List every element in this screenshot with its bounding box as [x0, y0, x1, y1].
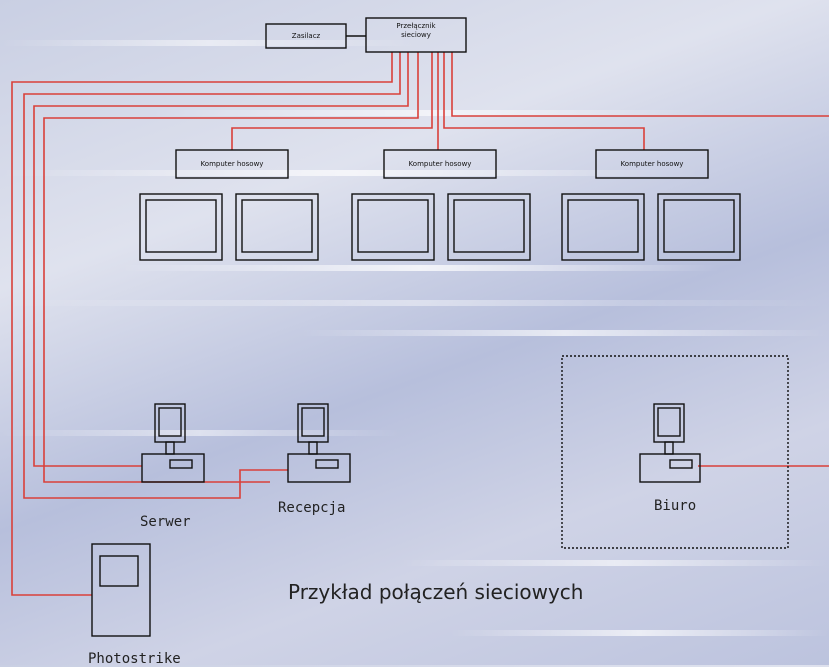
switch-label-line2: sieciowy	[401, 31, 431, 39]
monitor	[351, 193, 435, 261]
light-streak	[300, 330, 829, 336]
switch-label-line1: Przełącznik	[396, 22, 436, 30]
hub3-label: Komputer hosowy	[620, 160, 684, 168]
hub1-label: Komputer hosowy	[200, 160, 264, 168]
network-devices	[91, 17, 789, 637]
light-streak	[0, 170, 700, 176]
link-switch-photo	[11, 52, 393, 596]
hub3-box	[595, 149, 709, 179]
modem-label: Zasilacz	[291, 32, 321, 40]
photostrike-label: Photostrike	[88, 651, 181, 667]
light-streak	[450, 630, 829, 636]
reception-computer	[287, 403, 351, 483]
switch-box	[365, 17, 467, 53]
office-zone	[561, 355, 789, 549]
light-streak	[150, 110, 710, 116]
reception-label: Recepcja	[278, 500, 346, 516]
link-switch-server-a	[23, 52, 401, 499]
light-streak	[400, 560, 829, 566]
link-switch-server-b	[33, 52, 409, 467]
hub2-box	[383, 149, 497, 179]
light-streak	[0, 430, 400, 436]
diagram-title: Przykład połączeń sieciowych	[288, 580, 584, 604]
server-label: Serwer	[140, 514, 191, 530]
light-streak	[120, 265, 720, 271]
link-switch-hub3	[443, 52, 645, 150]
office-computer	[639, 403, 701, 483]
server-computer	[141, 403, 205, 483]
link-switch-hub1	[231, 52, 433, 150]
monitor	[657, 193, 741, 261]
monitor	[139, 193, 223, 261]
monitor	[235, 193, 319, 261]
network-links	[11, 52, 829, 596]
hub1-box	[175, 149, 289, 179]
link-switch-right	[451, 52, 829, 117]
light-streak	[0, 300, 829, 306]
monitor	[561, 193, 645, 261]
hub2-label: Komputer hosowy	[408, 160, 472, 168]
office-label: Biuro	[654, 498, 697, 514]
photostrike-device	[91, 543, 151, 637]
monitor	[447, 193, 531, 261]
monitor-row	[139, 193, 741, 261]
link-switch-server-c	[43, 52, 419, 483]
light-streak	[0, 40, 420, 46]
